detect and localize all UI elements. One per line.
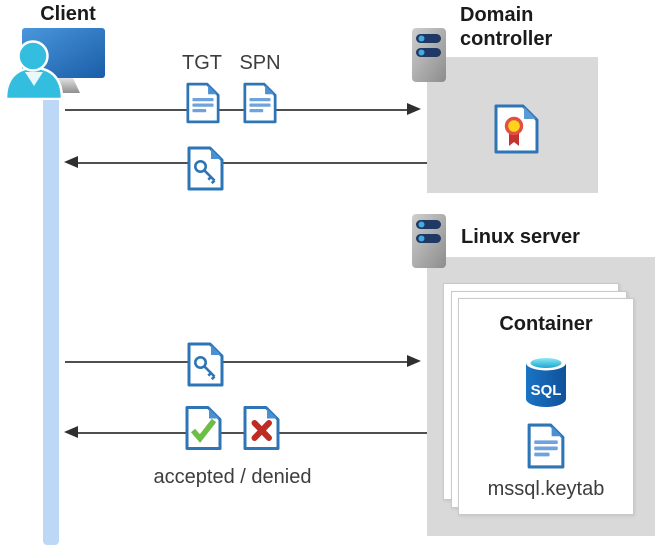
linux-server-server-icon <box>412 214 446 268</box>
certificate-icon <box>494 104 539 154</box>
check-document-icon <box>185 406 222 450</box>
container-label: Container <box>499 313 593 335</box>
cross-document-icon <box>243 406 280 450</box>
spn-document-icon <box>243 82 277 124</box>
client-computer-icon <box>4 28 105 100</box>
key-document-icon <box>187 146 224 191</box>
sql-label: SQL <box>531 382 562 399</box>
sql-database-icon: SQL <box>526 355 566 407</box>
arrow-client-to-linux-head-icon <box>407 355 421 367</box>
arrow-linux-to-client-head-icon <box>64 426 78 438</box>
keytab-document-icon <box>527 423 565 469</box>
keytab-label: mssql.keytab <box>487 478 605 500</box>
domain-controller-server-icon <box>412 28 446 82</box>
arrow-dc-to-client-head-icon <box>64 156 78 168</box>
linux-server-label: Linux server <box>461 226 580 248</box>
arrow-client-to-linux-line <box>65 361 408 363</box>
arrow-client-to-dc-head-icon <box>407 103 421 115</box>
accepted-denied-label: accepted / denied <box>153 466 312 488</box>
tgt-label: TGT <box>182 52 222 74</box>
container-card: Container SQL mssql.keytab <box>458 298 634 515</box>
key-document-icon-2 <box>187 342 224 387</box>
client-lifeline <box>43 90 59 545</box>
spn-label: SPN <box>239 52 281 74</box>
client-label: Client <box>40 3 96 25</box>
arrow-client-to-dc-line <box>65 109 408 111</box>
domain-controller-label: Domain controller <box>460 4 553 50</box>
arrow-dc-to-client-line <box>78 162 427 164</box>
tgt-document-icon <box>186 82 220 124</box>
